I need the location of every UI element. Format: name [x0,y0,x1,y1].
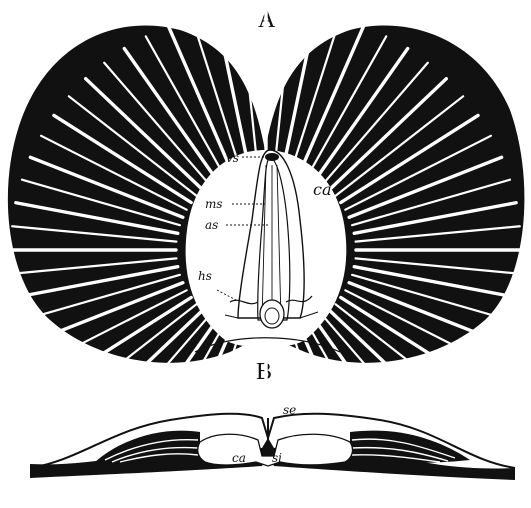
label-vs: vs [226,151,239,165]
label-as: as [205,218,218,232]
label-b-ca: ca [232,451,246,465]
label-hs: hs [198,269,212,283]
label-si: si [272,451,282,465]
panel-b-section: se ca si [30,403,515,480]
panel-a-structure: vs ms as hs ca [8,8,525,493]
label-ms: ms [205,197,223,211]
label-ca: ca [313,180,332,199]
label-se: se [283,403,296,417]
